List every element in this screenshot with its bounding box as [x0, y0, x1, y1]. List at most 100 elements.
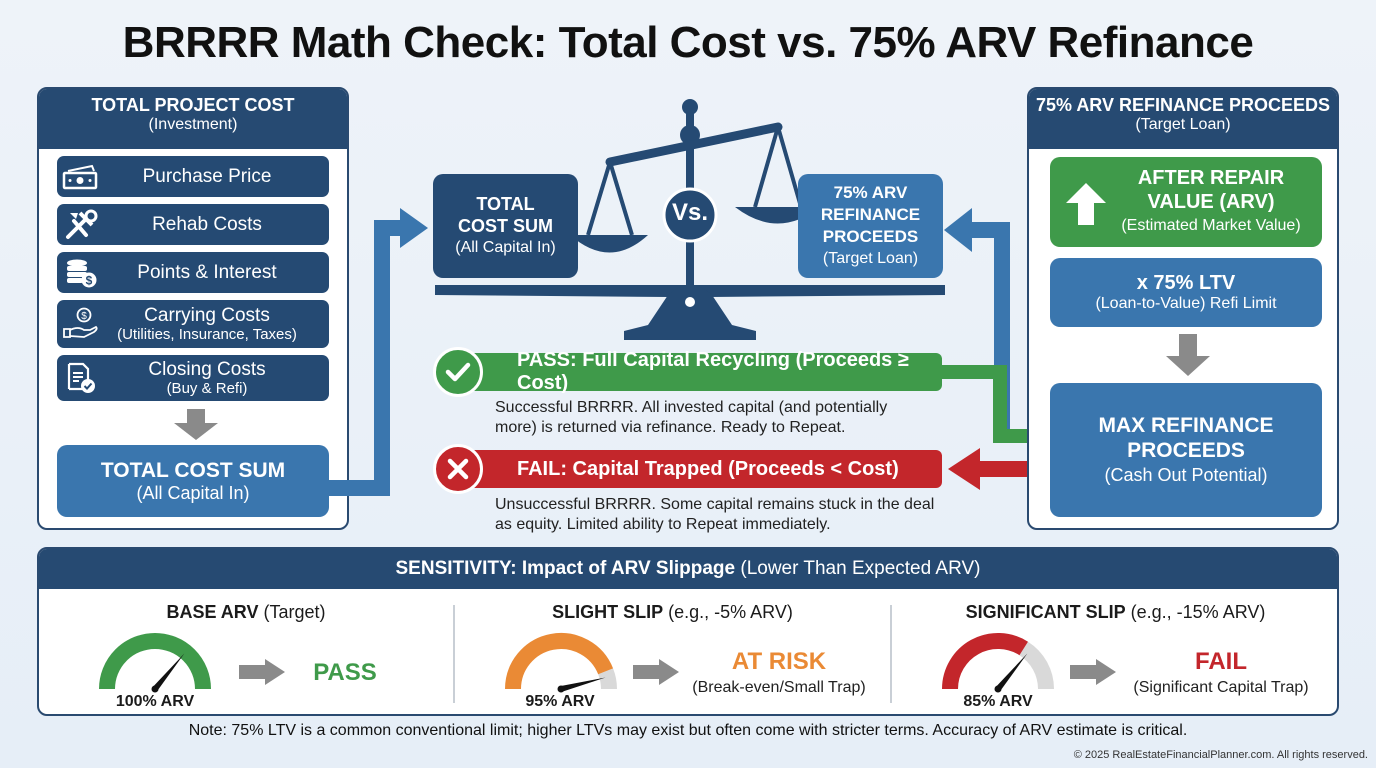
gauge-track: [1019, 641, 1054, 690]
cost-item-closing-costs: Closing Costs (Buy & Refi): [57, 355, 329, 401]
scenario-title-bold: SLIGHT SLIP: [552, 602, 664, 622]
tools-icon: [57, 204, 105, 245]
center-total-cost-sublabel: (All Capital In): [455, 239, 556, 256]
gauge-fill: [99, 633, 211, 690]
vs-label: Vs.: [671, 199, 709, 226]
center-total-cost-label: TOTAL COST SUM: [457, 194, 553, 236]
max-refinance-box: MAX REFINANCE PROCEEDS (Cash Out Potenti…: [1050, 383, 1322, 517]
center-refinance-box: 75% ARV REFINANCE PROCEEDS (Target Loan): [798, 174, 943, 278]
document-check-icon: [57, 355, 105, 401]
right-arrow-icon: [633, 659, 679, 690]
cash-icon: [57, 156, 105, 197]
gauge-85-arv: [942, 633, 1054, 693]
cost-item-label: Rehab Costs: [152, 214, 262, 235]
ltv-sublabel: (Loan-to-Value) Refi Limit: [1095, 295, 1277, 312]
cost-item-rehab-costs: Rehab Costs: [57, 204, 329, 245]
fail-description: Unsuccessful BRRRR. Some capital remains…: [495, 496, 935, 533]
cost-item-label: Points & Interest: [137, 262, 277, 283]
scenario-base-arv: BASE ARV (Target) 100% ARV PASS: [39, 589, 453, 714]
pass-label: PASS: Full Capital Recycling (Proceeds ≥…: [517, 349, 909, 394]
gauge-label: 100% ARV: [115, 693, 195, 710]
check-icon: [433, 347, 483, 397]
scenario-result: AT RISK: [731, 648, 827, 675]
cost-item-label: Carrying Costs: [144, 305, 270, 326]
center-refinance-label: 75% ARV REFINANCE PROCEEDS: [820, 183, 921, 246]
gauge-hub: [151, 685, 159, 693]
gauge-needle: [560, 677, 606, 692]
cost-item-sublabel: (Utilities, Insurance, Taxes): [117, 326, 297, 343]
gauge-track: [598, 668, 617, 690]
pass-banner: PASS: Full Capital Recycling (Proceeds ≥…: [455, 349, 942, 394]
cost-item-label: Purchase Price: [142, 166, 272, 187]
arv-box: AFTER REPAIR VALUE (ARV) (Estimated Mark…: [1050, 157, 1322, 247]
total-cost-label: TOTAL COST SUM: [100, 458, 286, 482]
gauge-fill: [505, 633, 614, 690]
max-refinance-label: MAX REFINANCE PROCEEDS: [1098, 413, 1274, 462]
coins-icon: $: [57, 252, 105, 293]
ltv-label: x 75% LTV: [1136, 272, 1236, 294]
column-divider: [453, 605, 455, 703]
balance-scale-icon: [435, 99, 945, 340]
scenario-title: BASE ARV (Target): [39, 602, 453, 623]
gauge-label: 85% ARV: [963, 693, 1033, 710]
scenario-result-sub: (Significant Capital Trap): [1133, 679, 1309, 696]
ltv-box: x 75% LTV (Loan-to-Value) Refi Limit: [1050, 258, 1322, 327]
scenario-result: PASS: [313, 659, 377, 686]
pass-connector: [930, 365, 1052, 443]
gauge-needle: [152, 653, 185, 691]
footnote: Note: 75% LTV is a common conventional l…: [188, 722, 1188, 739]
cost-item-sublabel: (Buy & Refi): [166, 380, 248, 397]
cost-flow-arrow: [328, 208, 428, 496]
panel-subheading: (Target Loan): [1135, 116, 1231, 133]
right-arrow-icon: [239, 659, 285, 690]
gauge-hub: [994, 685, 1002, 693]
arv-label: AFTER REPAIR VALUE (ARV): [1137, 167, 1285, 213]
copyright: © 2025 RealEstateFinancialPlanner.com. A…: [1073, 749, 1368, 761]
gauge-hub: [557, 685, 565, 693]
sensitivity-heading: SENSITIVITY: Impact of ARV Slippage: [395, 558, 736, 579]
gauge-needle: [995, 653, 1028, 691]
sensitivity-subheading: (Lower Than Expected ARV): [735, 558, 981, 579]
scenario-result: FAIL: [1195, 648, 1247, 675]
svg-text:$: $: [81, 311, 87, 322]
x-icon: [433, 444, 483, 494]
gauge-label: 95% ARV: [525, 693, 595, 710]
scenario-title: SLIGHT SLIP (e.g., -5% ARV): [455, 602, 890, 623]
panel-header: TOTAL PROJECT COST (Investment): [39, 89, 347, 149]
column-divider: [890, 605, 892, 703]
cost-item-text: Closing Costs (Buy & Refi): [105, 359, 329, 397]
scenario-title: SIGNIFICANT SLIP (e.g., -15% ARV): [892, 602, 1337, 623]
scenario-title-rest: (e.g., -5% ARV): [663, 602, 793, 622]
refinance-flow-arrow: [944, 208, 1010, 432]
down-arrow-icon: [1166, 334, 1210, 383]
panel-heading: TOTAL PROJECT COST: [91, 95, 295, 115]
cost-item-carrying-costs: $ Carrying Costs (Utilities, Insurance, …: [57, 300, 329, 348]
panel-header: 75% ARV REFINANCE PROCEEDS (Target Loan): [1029, 89, 1337, 149]
total-cost-sum-box: TOTAL COST SUM (All Capital In): [57, 445, 329, 517]
pass-description: Successful BRRRR. All invested capital (…: [495, 399, 888, 436]
scenario-slight-slip: SLIGHT SLIP (e.g., -5% ARV) 95% ARV AT R…: [455, 589, 890, 714]
svg-text:$: $: [86, 273, 93, 287]
hand-dollar-icon: $: [57, 300, 105, 348]
refinance-proceeds-panel: 75% ARV REFINANCE PROCEEDS (Target Loan)…: [1027, 87, 1339, 530]
arv-sublabel: (Estimated Market Value): [1121, 217, 1301, 234]
fail-label: FAIL: Capital Trapped (Proceeds < Cost): [517, 457, 899, 480]
page-title: BRRRR Math Check: Total Cost vs. 75% ARV…: [122, 18, 1254, 67]
gauge-100-arv: [99, 633, 211, 693]
panel-heading: 75% ARV REFINANCE PROCEEDS: [1035, 95, 1331, 115]
down-arrow-icon: [174, 409, 218, 446]
gauge-fill: [942, 633, 1028, 690]
scenario-title-rest: (e.g., -15% ARV): [1125, 602, 1266, 622]
cost-item-label: Closing Costs: [148, 359, 266, 380]
total-cost-sublabel: (All Capital In): [136, 482, 250, 503]
right-arrow-icon: [1070, 659, 1116, 690]
up-arrow-icon: [1066, 183, 1106, 233]
center-refinance-sublabel: (Target Loan): [822, 250, 919, 267]
scenario-result-sub: (Break-even/Small Trap): [692, 679, 866, 696]
scenario-title-rest: (Target): [258, 602, 326, 622]
scenario-title-bold: SIGNIFICANT SLIP: [965, 602, 1126, 622]
cost-item-purchase-price: Purchase Price: [57, 156, 329, 197]
cost-item-points-interest: $ Points & Interest: [57, 252, 329, 293]
cost-item-text: Carrying Costs (Utilities, Insurance, Ta…: [105, 305, 329, 343]
scenario-result-block: AT RISK (Break-even/Small Trap): [679, 649, 879, 701]
